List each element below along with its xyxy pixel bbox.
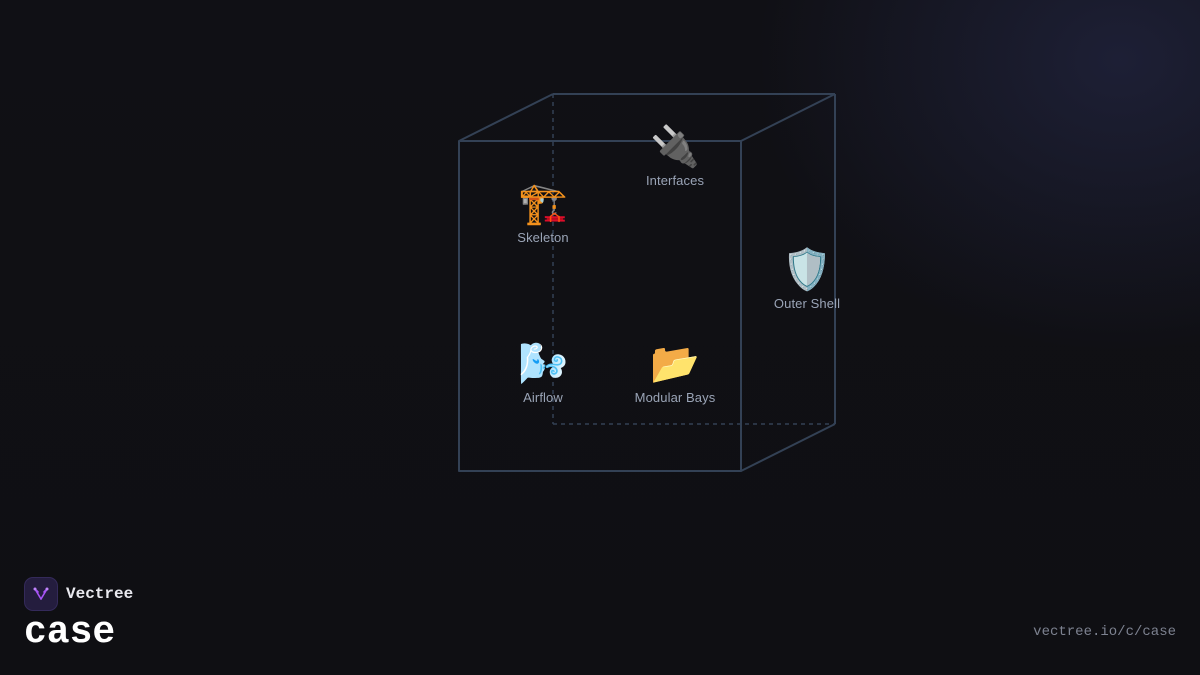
cube-front-face [458, 140, 742, 472]
page-title: case [24, 611, 116, 654]
construction-crane-icon: 🏗️ [518, 182, 568, 226]
shield-icon: 🛡️ [782, 248, 832, 292]
cube-edge [740, 93, 836, 142]
component-label: Skeleton [517, 230, 569, 245]
component-label: Modular Bays [634, 390, 716, 405]
page-url[interactable]: vectree.io/c/case [1033, 624, 1176, 640]
component-modular-bays[interactable]: 📂 Modular Bays [615, 340, 735, 405]
open-folder-icon: 📂 [650, 342, 700, 386]
brand: Vectree [24, 577, 133, 611]
component-outer-shell[interactable]: 🛡️ Outer Shell [747, 246, 867, 311]
vectree-logo-icon [24, 577, 58, 611]
wind-face-icon: 🌬️ [518, 342, 568, 386]
brand-name: Vectree [66, 585, 134, 603]
component-airflow[interactable]: 🌬️ Airflow [483, 340, 603, 405]
cube-edge [740, 423, 836, 472]
component-interfaces[interactable]: 🔌 Interfaces [615, 123, 735, 188]
component-label: Interfaces [645, 173, 705, 188]
cube-edge [458, 93, 554, 142]
electric-plug-icon: 🔌 [650, 125, 700, 169]
component-label: Outer Shell [773, 296, 841, 311]
component-label: Airflow [523, 390, 563, 405]
component-skeleton[interactable]: 🏗️ Skeleton [483, 180, 603, 245]
